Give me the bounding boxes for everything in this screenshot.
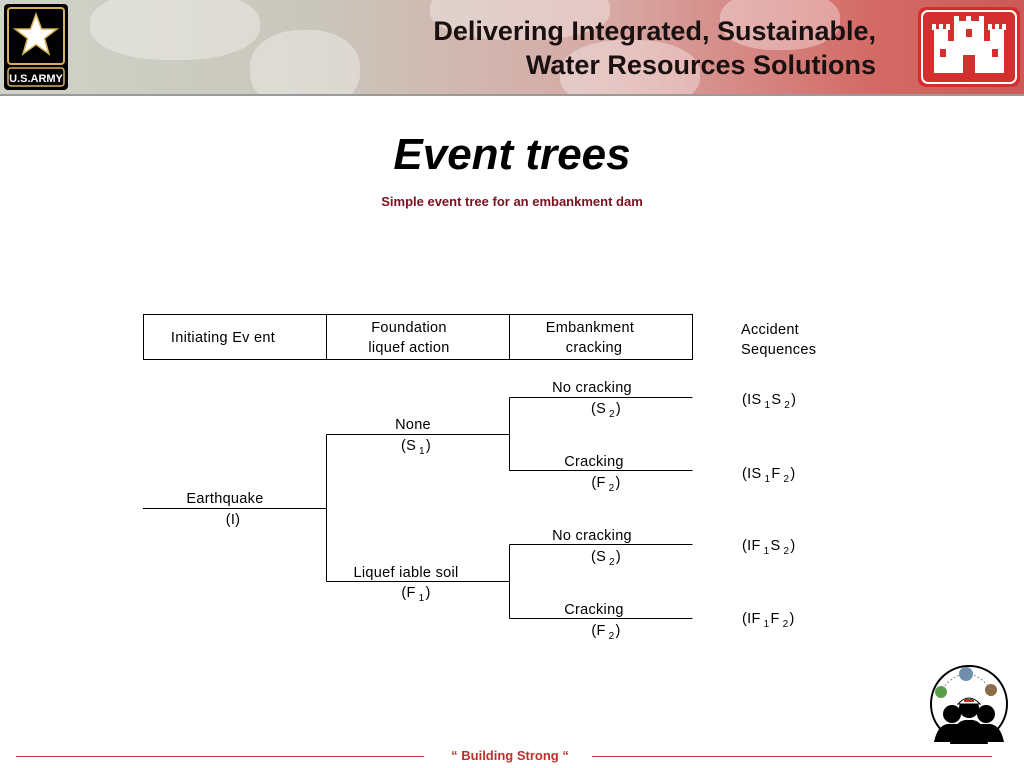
column-header-embankment: Embankment	[546, 320, 634, 336]
banner-headline: Delivering Integrated, Sustainable, Wate…	[433, 14, 876, 82]
embankment-branch-label: Cracking	[564, 602, 624, 618]
leaf-icon	[935, 686, 947, 698]
us-army-logo: U.S.ARMY	[4, 4, 68, 90]
team-circle-logo	[930, 665, 1008, 744]
map-background	[90, 0, 260, 60]
foundation-branch-label: Liquef iable soil	[353, 565, 458, 581]
header-banner	[0, 0, 1024, 96]
column-header-table	[143, 314, 693, 360]
footer-divider-right	[592, 756, 992, 757]
army-logo-text: U.S.ARMY	[9, 73, 63, 85]
initiating-event-symbol: (I)	[226, 512, 241, 528]
column-header-accident-sequences: Accident	[741, 322, 799, 338]
slide-title: Event trees	[393, 130, 631, 179]
foundation-branch-label: None	[395, 417, 431, 433]
column-header-foundation: liquef action	[368, 340, 449, 356]
column-header-accident-sequences: Sequences	[741, 342, 816, 358]
footer-motto: “ Building Strong “	[451, 748, 569, 763]
map-background	[560, 40, 700, 96]
banner-divider	[0, 94, 1024, 96]
column-header-foundation: Foundation	[371, 320, 447, 336]
headline-line-1: Delivering Integrated, Sustainable,	[433, 16, 876, 46]
embankment-branch-label: No cracking	[552, 380, 632, 396]
headline-line-2: Water Resources Solutions	[525, 50, 876, 80]
map-background	[250, 30, 360, 96]
tree-branches	[143, 397, 693, 619]
embankment-branch-label: No cracking	[552, 528, 632, 544]
corps-castle-logo	[918, 7, 1020, 87]
star-icon	[12, 11, 60, 56]
column-header-embankment: cracking	[566, 340, 622, 356]
footer-divider-left	[16, 756, 424, 757]
map-background	[720, 0, 840, 50]
initiating-event-name: Earthquake	[186, 491, 263, 507]
people-icon	[934, 698, 1004, 744]
map-background	[430, 0, 610, 40]
castle-icon	[985, 684, 997, 696]
column-header-initiating-event: Initiating Ev ent	[171, 330, 275, 346]
embankment-branch-label: Cracking	[564, 454, 624, 470]
slide-subtitle: Simple event tree for an embankment dam	[381, 194, 643, 209]
